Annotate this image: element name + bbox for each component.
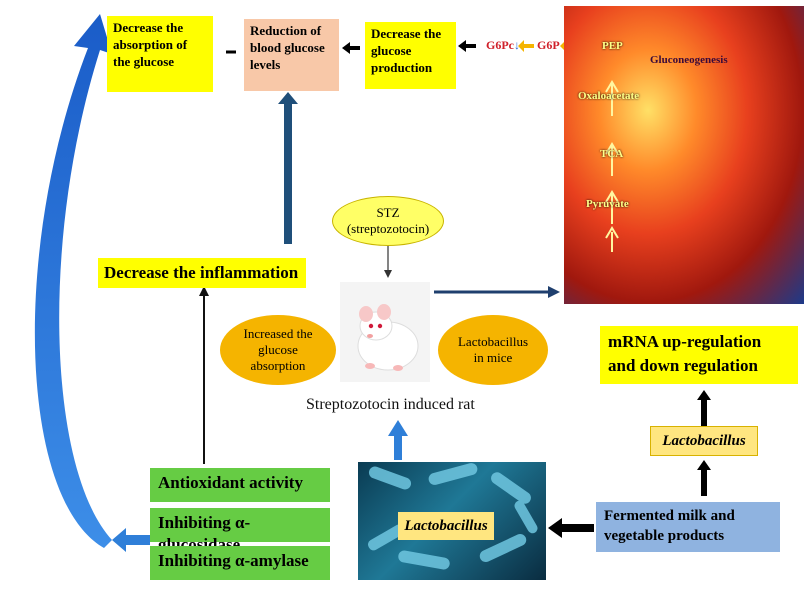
pep-label: PEP xyxy=(602,40,623,52)
reduction-box: Reduction of blood glucose levels xyxy=(244,19,339,91)
mrna-box: mRNA up-regulation and down regulation xyxy=(600,326,798,384)
reduction-text: Reduction of blood glucose levels xyxy=(250,23,325,72)
g6p-text: G6P xyxy=(537,38,560,52)
lacto-mice-text: Lactobacillus in mice xyxy=(457,334,529,365)
absorption-text: Decrease the absorption of the glucose xyxy=(113,20,188,69)
curved-feedback-arrow xyxy=(34,14,112,548)
oxaloacetate-label: Oxaloacetate xyxy=(578,90,640,102)
pyruvate-label: Pyruvate xyxy=(586,198,629,210)
g6pc-label: G6Pc↓ xyxy=(486,38,520,52)
lacto-bacteria-text: Lactobacillus xyxy=(404,517,488,534)
amylase-box: Inhibiting α-amylase xyxy=(150,546,330,580)
left-blue-arrow xyxy=(112,528,150,552)
antioxidant-box: Antioxidant activity xyxy=(150,468,330,502)
lacto-box-text: Lactobacillus xyxy=(662,432,746,449)
stz-oval: STZ (streptozotocin) xyxy=(332,196,444,246)
increased-absorption-oval: Increased the glucose absorption xyxy=(220,315,336,385)
arrow-to-reduction xyxy=(342,42,360,54)
production-text: Decrease the glucose production xyxy=(371,26,442,75)
inflammation-box: Decrease the inflammation xyxy=(98,258,306,288)
amylase-text: Inhibiting α-amylase xyxy=(158,551,309,570)
antioxidant-text: Antioxidant activity xyxy=(158,473,303,492)
rat-image xyxy=(340,282,430,382)
stz-text: STZ (streptozotocin) xyxy=(346,205,430,236)
bacteria-icon xyxy=(368,463,538,570)
arrow-up-to-rat xyxy=(388,420,408,460)
lacto-bacteria-label: Lactobacillus xyxy=(398,512,494,540)
g6p-label: G6P xyxy=(537,38,560,53)
liver-pathway-arrows xyxy=(605,80,619,252)
fermented-box: Fermented milk and vegetable products xyxy=(596,502,780,552)
production-box: Decrease the glucose production xyxy=(365,22,456,89)
liver-panel: PEP Gluconeogenesis Oxaloacetate TCA Pyr… xyxy=(564,6,804,304)
mrna-text: mRNA up-regulation and down regulation xyxy=(608,332,762,375)
rat-icon xyxy=(357,304,419,371)
inflammation-text: Decrease the inflammation xyxy=(104,263,299,282)
lacto-box-right: Lactobacillus xyxy=(650,426,758,456)
lacto-mice-oval: Lactobacillus in mice xyxy=(438,315,548,385)
absorption-box: Decrease the absorption of the glucose xyxy=(107,16,213,92)
g6pc-text: G6Pc xyxy=(486,38,514,52)
increased-absorption-text: Increased the glucose absorption xyxy=(243,326,313,373)
tca-label: TCA xyxy=(600,148,624,160)
bacteria-image: Lactobacillus xyxy=(358,462,546,580)
fermented-text: Fermented milk and vegetable products xyxy=(604,508,735,544)
rat-caption: Streptozotocin induced rat xyxy=(306,396,475,413)
arrow-up-to-reduction xyxy=(278,92,298,244)
arrow-to-production xyxy=(458,40,476,52)
glucosidase-box: Inhibiting α-glucosidase xyxy=(150,508,330,554)
gluconeogenesis-label: Gluconeogenesis xyxy=(650,54,728,66)
